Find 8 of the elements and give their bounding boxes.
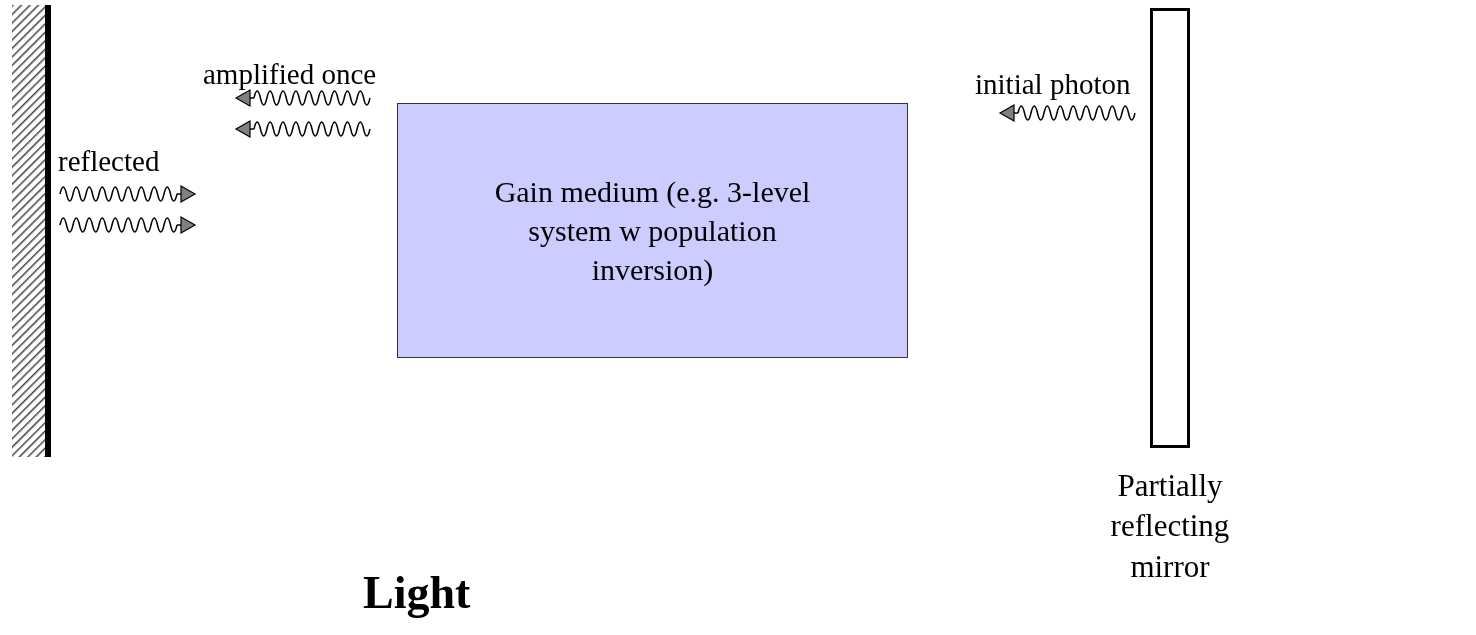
mirror-caption: Partially reflecting mirror [1109,467,1231,586]
photon-label: initial photon [975,70,1131,99]
gain-medium-box [397,103,908,358]
photon-label: amplified once [203,60,377,89]
mirror-box [1150,8,1190,448]
title-text: Light [363,570,471,616]
photon-label: reflected [58,147,160,176]
gain-medium-label: Gain medium (e.g. 3-level system w population inversion) [493,174,812,288]
